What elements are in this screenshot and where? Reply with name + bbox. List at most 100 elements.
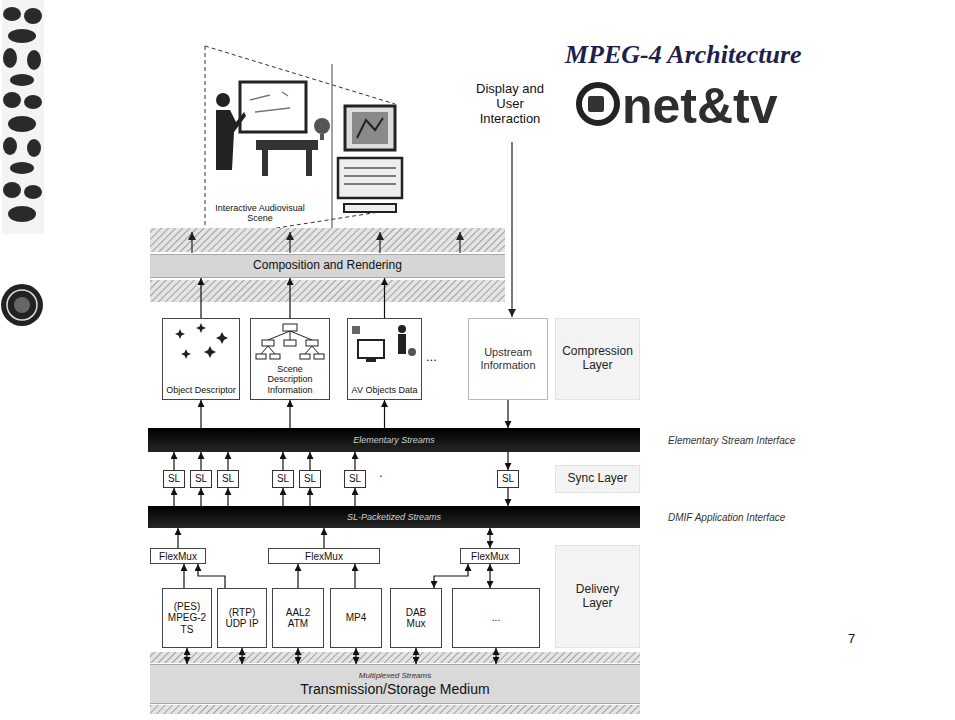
scene-illustration [200, 46, 395, 240]
node-text: SL-Packetized Streams [347, 512, 441, 522]
flow-arrow [489, 528, 490, 548]
sl-box: SL [497, 470, 519, 488]
flow-arrow [183, 564, 184, 588]
descriptor-box: Object Descriptor [162, 318, 240, 400]
flow-arrow [323, 528, 324, 548]
interaction-arrow [511, 142, 512, 317]
flow-arrow [415, 648, 416, 664]
node-text: MP4 [346, 612, 367, 624]
flow-arrow [354, 452, 355, 470]
sl-box: SL [190, 470, 212, 488]
node-text: Composition and Rendering [253, 259, 402, 273]
interaction-label: Display and User Interaction [470, 82, 550, 127]
flow-arrow [227, 488, 228, 506]
av-objects-box: AV Objects Data [347, 318, 422, 400]
computer-illustration [338, 106, 402, 212]
flow-arrow [282, 452, 283, 470]
node-text: SL [304, 473, 316, 485]
flow-arrow [186, 648, 187, 664]
node-text: DAB Mux [395, 607, 437, 630]
ellipsis: . [379, 466, 393, 481]
flow-arrow [200, 278, 201, 318]
flow-arrow [173, 452, 174, 470]
flow-arrow [289, 400, 290, 428]
sl-box: SL [272, 470, 294, 488]
flow-arrow [495, 648, 496, 664]
flow-arrow [297, 648, 298, 664]
transport-box: ... [452, 588, 540, 648]
node-text: Upstream Information [472, 346, 544, 371]
flexmux-box: FlexMux [460, 548, 520, 564]
hatch-band [150, 280, 505, 302]
transport-box: (PES) MPEG-2 TS [162, 588, 212, 648]
node-text: SL [349, 473, 361, 485]
interface-label: DMIF Application Interface [668, 512, 868, 524]
node-text: AV Objects Data [352, 385, 418, 395]
node-text: SL [195, 473, 207, 485]
node-text: Elementary Streams [353, 435, 435, 445]
flow-arrow [173, 488, 174, 506]
transport-box: DAB Mux [390, 588, 442, 648]
node-text: AAL2 ATM [277, 607, 319, 630]
logo-text: net&tv [622, 78, 862, 136]
node-text: SL [168, 473, 180, 485]
hatch-band [150, 652, 640, 663]
flow-arrow [507, 400, 508, 428]
flow-arrow [198, 564, 225, 588]
interface-label: Elementary Stream Interface [668, 435, 868, 447]
node-text: FlexMux [159, 551, 197, 562]
layer-panel: Delivery Layer [555, 545, 640, 648]
logo-mark [579, 85, 617, 123]
node-text: SL [222, 473, 234, 485]
node-text: Sync Layer [567, 472, 627, 486]
render-arrows [192, 232, 460, 253]
sl-box: SL [217, 470, 239, 488]
flow-arrow [200, 488, 201, 506]
node-text: SL [502, 473, 514, 485]
node-text: Scene Description Information [254, 364, 326, 395]
node-text: Object Descriptor [166, 385, 236, 395]
flow-arrow [227, 452, 228, 470]
flow-arrow [384, 278, 385, 318]
node-text: Compression Layer [560, 345, 635, 373]
node-text: Transmission/Storage Medium [300, 681, 489, 697]
seal [1, 284, 43, 326]
flow-arrow [354, 564, 355, 588]
slide-number: 7 [848, 632, 878, 647]
flexmux-box: FlexMux [268, 548, 380, 564]
slide-title: MPEG-4 Architecture [565, 40, 802, 70]
node-text: ... [492, 612, 500, 624]
decor-strip [2, 0, 44, 234]
sl-box: SL [344, 470, 366, 488]
transport-box: MP4 [330, 588, 382, 648]
flow-arrow [241, 648, 242, 664]
flow-arrow [289, 278, 290, 318]
scene-tree-icon [256, 324, 324, 359]
ellipsis: ... [426, 350, 456, 365]
flow-arrow [355, 648, 356, 664]
descriptor-icons [175, 323, 228, 359]
interface-bar: SL-Packetized Streams [148, 506, 640, 528]
interface-bar: Elementary Streams [148, 428, 640, 452]
flow-arrow [200, 400, 201, 428]
hatch-band [150, 705, 640, 714]
layer-panel: Compression Layer [555, 318, 640, 400]
layer-panel: Sync Layer [555, 465, 640, 493]
flow-arrow [354, 488, 355, 506]
scene-label: Interactive Audiovisual Scene [208, 203, 312, 224]
flow-arrow [200, 452, 201, 470]
transport-box: AAL2 ATM [272, 588, 324, 648]
hatch-band [150, 228, 505, 252]
flexmux-box: FlexMux [150, 548, 206, 564]
node-text: Multiplexed Streams [359, 671, 431, 680]
flow-arrow [507, 488, 508, 506]
flow-arrow [297, 564, 298, 588]
flow-arrow [282, 488, 283, 506]
node-text: SL [277, 473, 289, 485]
node-text: (RTP) UDP IP [222, 607, 262, 630]
node-text: Delivery Layer [560, 583, 635, 611]
flow-arrow [309, 488, 310, 506]
transport-box: (RTP) UDP IP [217, 588, 267, 648]
flow-arrow [507, 452, 508, 470]
flow-arrow [384, 400, 385, 428]
